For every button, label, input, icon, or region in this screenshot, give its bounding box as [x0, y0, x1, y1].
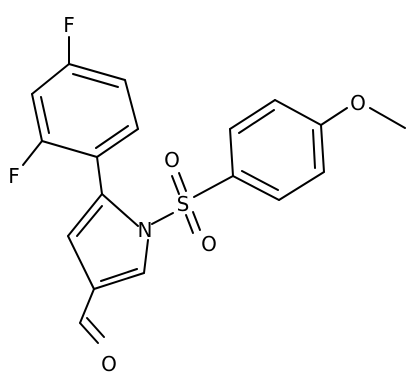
bond-a2-a3 [124, 79, 139, 130]
bond-o-ch3 [369, 107, 406, 129]
bond-p4-p5 [93, 272, 145, 290]
atom-labels: F F N S O O O O [8, 13, 366, 376]
bond-b2-b3-inner [238, 109, 275, 134]
atom-o-methoxy: O [350, 91, 366, 115]
bond-p2-n [101, 193, 139, 227]
bond-a4-p2 [96, 156, 103, 195]
bond-p4-p5-inner [100, 268, 138, 282]
bond-a3-a4 [96, 128, 139, 158]
bond-b1-b2 [229, 128, 234, 177]
atom-o-aldehyde: O [101, 352, 117, 376]
bonds [22, 36, 406, 344]
bond-p3-p4 [67, 235, 95, 290]
bond-cald-o [79, 322, 99, 344]
bond-b5-b6 [278, 171, 325, 201]
bond-p5-n [143, 239, 149, 274]
bond-p4-cald [79, 288, 95, 324]
bond-a5-a6-inner [40, 96, 50, 134]
difluorophenyl-ring [22, 36, 139, 166]
bond-p2-p3-inner [76, 205, 103, 237]
bond-b3-b4 [274, 99, 322, 126]
bond-n-s [151, 212, 174, 225]
bond-a1-a2 [68, 63, 126, 81]
atom-n: N [138, 218, 153, 242]
bond-b6-b1-inner [241, 170, 279, 191]
bond-a1-a2-inner [72, 73, 119, 88]
bond-b4-b5-inner [312, 129, 316, 169]
bond-a5-a6 [31, 93, 43, 142]
bond-b4-b5 [320, 124, 325, 173]
bond-p2-p3 [67, 193, 103, 237]
atom-f2: F [8, 164, 20, 188]
bond-b6-b1 [232, 175, 280, 201]
atom-f1: F [63, 13, 75, 37]
bond-cald-o-2 [86, 317, 105, 338]
bond-s-o1-a [171, 175, 180, 195]
pyrrole-ring [67, 193, 149, 290]
bond-s-o2-a [185, 214, 194, 234]
bond-s-b1 [193, 175, 234, 198]
bond-a6-a1 [31, 63, 70, 95]
bond-a4-a5 [41, 140, 98, 158]
bond-s-o2-b [192, 211, 201, 231]
bond-s-o1-b [178, 172, 187, 192]
atom-s: S [177, 192, 190, 216]
bond-b2-b3 [229, 99, 276, 130]
methoxyphenyl-ring [229, 99, 325, 201]
atom-o-sulfonyl-top: O [164, 148, 180, 172]
bond-a5-f2 [22, 140, 43, 166]
atom-o-sulfonyl-bottom: O [201, 232, 217, 256]
bond-a3-a4-inner [95, 125, 129, 149]
bond-b4-o [320, 107, 348, 126]
